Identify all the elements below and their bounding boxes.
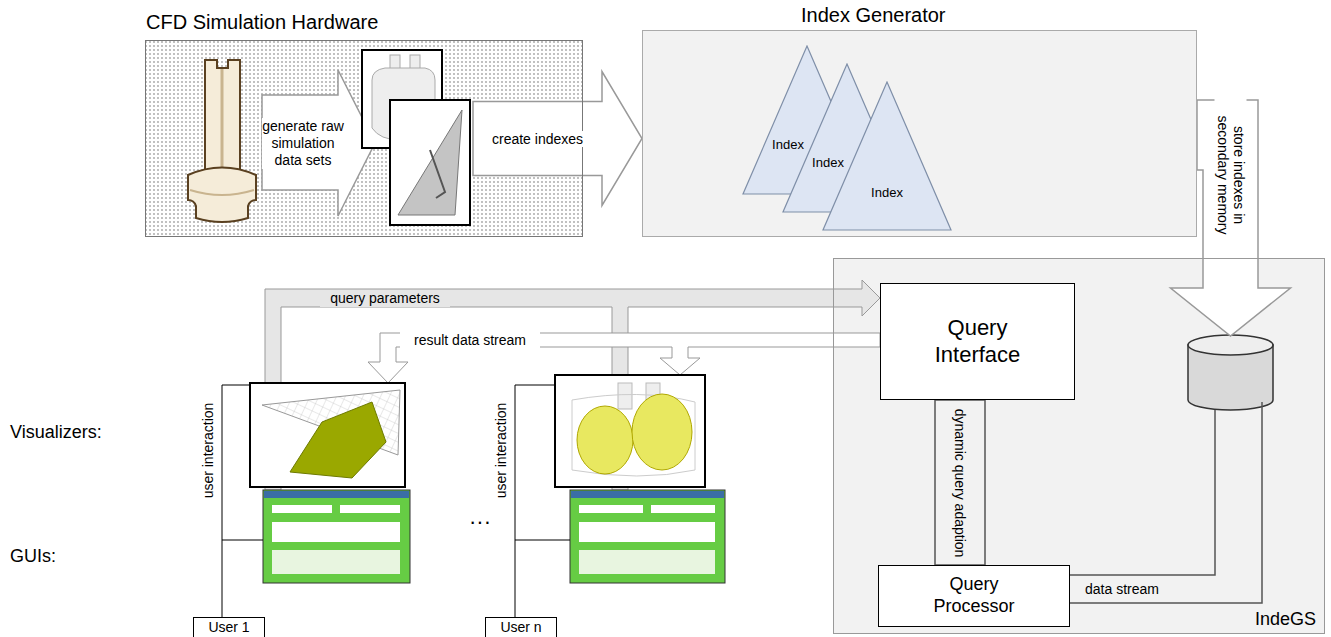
generator-panel: IndexIndexIndexIndex Generator <box>642 30 1197 237</box>
gui-table <box>579 550 715 574</box>
shaft-shade <box>221 69 224 174</box>
base-shade <box>190 190 254 195</box>
gui-screen <box>263 490 410 583</box>
node-title: Index <box>758 137 818 153</box>
gui-titlebar <box>571 491 724 498</box>
process-box: Query Processor <box>878 565 1070 627</box>
box-label: User n <box>500 619 541 636</box>
connector-label: store indexes in secondary memory <box>1215 98 1247 253</box>
box-label: Query Processor <box>914 574 1034 617</box>
iso-surface <box>290 402 386 478</box>
visualizer-frame <box>250 383 405 487</box>
database-top <box>1188 335 1273 355</box>
user-box: User 1 <box>193 617 265 637</box>
iso-surface <box>577 406 633 474</box>
reactor-port <box>390 55 400 69</box>
node-title: IndeGS <box>1255 608 1316 630</box>
box-label: Query Interface <box>913 315 1043 368</box>
mixer-base <box>188 168 256 223</box>
row-heading: Visualizers: <box>10 421 140 443</box>
node-title: Index <box>857 185 917 201</box>
image-frame <box>390 100 470 225</box>
block-arrow <box>262 70 375 216</box>
connector-label: create indexes <box>483 131 593 147</box>
index-triangle-shape <box>823 82 951 230</box>
reactor-outline <box>572 394 695 476</box>
reactor-port <box>618 383 632 409</box>
arrow-label: generate raw simulation data sets <box>262 118 344 169</box>
block-arrow <box>473 72 642 206</box>
user-box: User n <box>485 617 557 637</box>
wire-label: user interaction <box>200 385 217 515</box>
gui-titlebar <box>264 491 409 498</box>
node-title: Index <box>798 155 858 171</box>
iso-surface <box>632 394 692 470</box>
reactor-port <box>410 55 420 69</box>
cone-model <box>398 110 462 215</box>
box-label: User 1 <box>208 619 249 636</box>
process-box: Query Interface <box>880 283 1075 400</box>
gui-field <box>272 505 332 513</box>
panel-ground <box>642 30 1197 237</box>
gui-table <box>579 522 715 542</box>
mixer-shaft <box>205 60 240 175</box>
row-heading: GUIs: <box>10 545 140 567</box>
wire-label: data stream <box>1077 581 1167 598</box>
wire-label: user interaction <box>493 385 510 515</box>
band-label: query parameters <box>320 290 450 307</box>
gui-table <box>272 550 400 574</box>
interaction-wire <box>222 385 263 617</box>
blade <box>430 150 445 198</box>
gui-table <box>272 522 400 542</box>
data-stream-wire <box>1070 402 1262 603</box>
node-title: CFD Simulation Hardware <box>146 10 582 34</box>
band-label: result data stream <box>400 332 540 349</box>
interaction-wire <box>515 385 570 617</box>
gui-field <box>579 505 643 513</box>
gui-field <box>340 505 400 513</box>
connector-label: dynamic query adaption <box>952 408 968 558</box>
link-band <box>935 400 985 565</box>
node-title: Index Generator <box>801 3 1331 27</box>
gui-screen <box>570 490 725 583</box>
visualizer-frame <box>555 375 705 487</box>
gui-field <box>651 505 715 513</box>
ellipsis: ··· <box>460 509 500 535</box>
system-panel: Query InterfaceQuery ProcessorIndeGS <box>833 258 1325 634</box>
